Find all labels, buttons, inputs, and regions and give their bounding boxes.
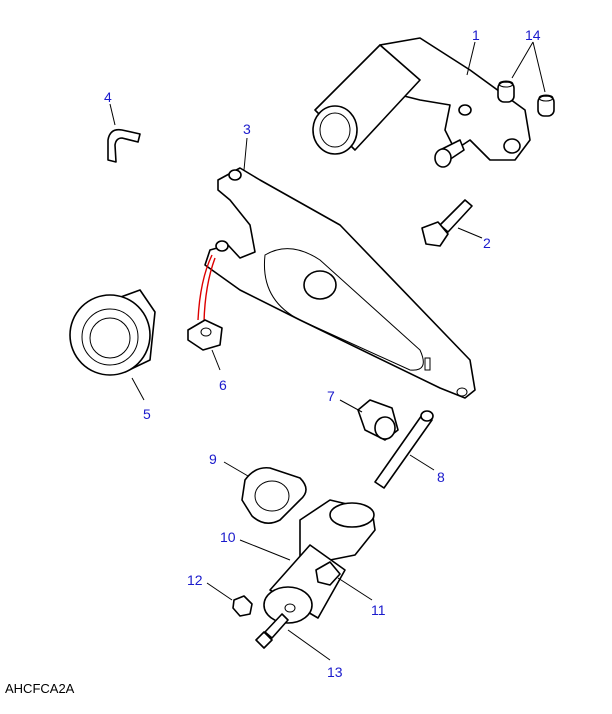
- part-6-pad: [187, 319, 223, 351]
- part-3-fork: [197, 167, 476, 399]
- callout-2: 2: [483, 235, 491, 251]
- leader-lines: [109, 41, 546, 661]
- callout-4: 4: [104, 89, 112, 105]
- part-1-bracket: [312, 37, 531, 168]
- part-5-bearing: [69, 289, 156, 376]
- part-13-screw: [255, 613, 289, 649]
- part-11-bolt: [315, 561, 341, 586]
- callout-3: 3: [243, 121, 251, 137]
- callout-14: 14: [525, 27, 541, 43]
- part-7-pivot: [357, 399, 399, 441]
- callout-6: 6: [219, 377, 227, 393]
- part-9-gasket: [241, 466, 307, 524]
- callout-1: 1: [472, 27, 480, 43]
- part-8-pin: [374, 410, 434, 489]
- callout-5: 5: [143, 406, 151, 422]
- callout-11: 11: [371, 602, 386, 618]
- callout-8: 8: [437, 469, 445, 485]
- part-2-bolt: [421, 199, 473, 247]
- callout-7: 7: [327, 388, 335, 404]
- part-4-clip: [107, 128, 141, 163]
- part-12-nut: [232, 595, 253, 617]
- part-14-bushes: [497, 80, 555, 117]
- callout-13: 13: [327, 664, 343, 680]
- diagram-reference-code: AHCFCA2A: [5, 681, 75, 696]
- callout-12: 12: [187, 572, 203, 588]
- callout-9: 9: [209, 451, 217, 467]
- callout-10: 10: [220, 529, 236, 545]
